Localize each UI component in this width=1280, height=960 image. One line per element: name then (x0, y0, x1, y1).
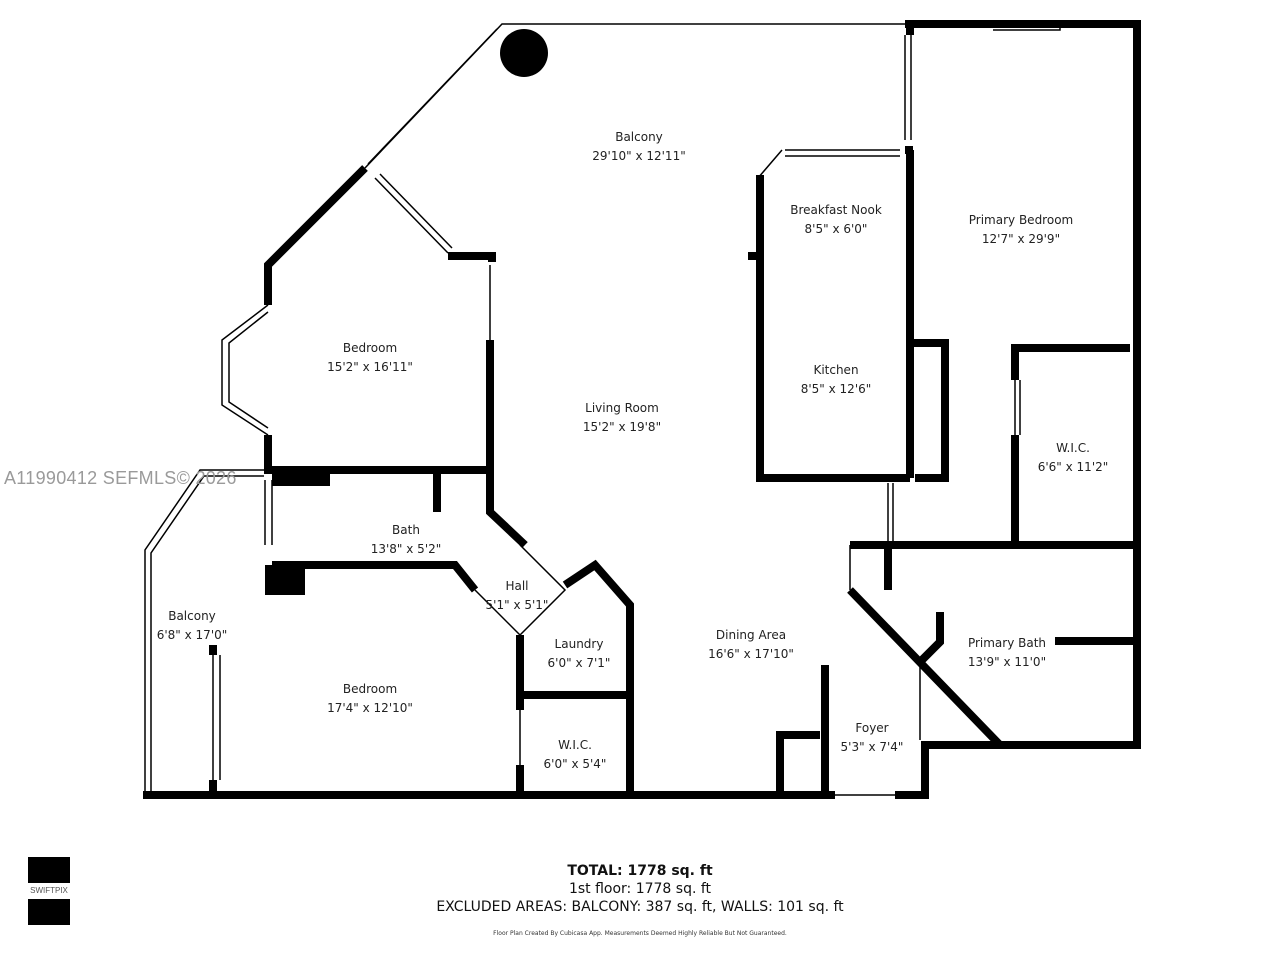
total-area: TOTAL: 1778 sq. ft (567, 863, 713, 879)
room-bath: Bath 13'8" x 5'2" (371, 521, 442, 559)
room-name: Primary Bath (967, 636, 1047, 650)
room-name: Breakfast Nook (790, 203, 882, 217)
swiftpix-logo: SWIFTPIX (28, 857, 70, 925)
room-bedroom: Bedroom 15'2" x 16'11" (327, 339, 413, 377)
room-primary-bath: Primary Bath 13'9" x 11'0" (968, 634, 1046, 672)
room-dims: 29'10" x 12'11" (592, 149, 686, 163)
watermark: A11990412 SEFMLS© 2026 (4, 468, 237, 488)
room-kitchen: Kitchen 8'5" x 12'6" (801, 361, 872, 399)
room-name: Bath (392, 523, 420, 537)
thin-outlines (144, 23, 1061, 796)
wall-block (265, 565, 305, 595)
room-name: Balcony (168, 609, 216, 623)
room-dims: 5'3" x 7'4" (840, 740, 904, 754)
room-dims: 6'6" x 11'2" (1037, 460, 1109, 474)
room-primary-bedroom: Primary Bedroom 12'7" x 29'9" (969, 211, 1073, 249)
room-name: Foyer (855, 721, 889, 735)
room-balcony-small: Balcony 6'8" x 17'0" (157, 607, 228, 645)
room-name: Bedroom (342, 682, 398, 696)
room-name: Laundry (554, 637, 604, 651)
room-dims: 17'4" x 12'10" (327, 701, 413, 715)
room-breakfast-nook: Breakfast Nook 8'5" x 6'0" (790, 201, 882, 239)
logo-text: SWIFTPIX (30, 886, 68, 895)
column-icon (500, 29, 548, 77)
disclaimer: Floor Plan Created By Cubicasa App. Meas… (493, 930, 787, 937)
area-summary: TOTAL: 1778 sq. ft 1st floor: 1778 sq. f… (436, 862, 843, 937)
room-dims: 5'1" x 5'1" (485, 598, 549, 612)
room-dims: 6'8" x 17'0" (156, 628, 228, 642)
walls (143, 20, 1141, 799)
room-name: Hall (505, 579, 529, 593)
excluded-areas: EXCLUDED AREAS: BALCONY: 387 sq. ft, WAL… (436, 899, 844, 915)
room-name: Dining Area (715, 628, 787, 642)
room-name: Living Room (585, 401, 659, 415)
wall-block (272, 470, 330, 486)
room-name: Bedroom (342, 341, 398, 355)
room-dims: 8'5" x 6'0" (804, 222, 868, 236)
room-name: Primary Bedroom (968, 213, 1074, 227)
room-dims: 6'0" x 7'1" (547, 656, 611, 670)
room-wic: W.I.C. 6'6" x 11'2" (1038, 439, 1109, 477)
room-living-room: Living Room 15'2" x 19'8" (583, 399, 661, 437)
room-wic-2: W.I.C. 6'0" x 5'4" (544, 736, 607, 774)
room-dims: 13'8" x 5'2" (370, 542, 442, 556)
room-name: W.I.C. (558, 738, 592, 752)
floor-area: 1st floor: 1778 sq. ft (568, 881, 712, 897)
hall-opening (474, 544, 567, 637)
room-balcony: Balcony 29'10" x 12'11" (592, 128, 685, 166)
room-dims: 15'2" x 16'11" (327, 360, 413, 374)
wall-block (748, 252, 758, 260)
room-foyer: Foyer 5'3" x 7'4" (841, 719, 904, 757)
room-dims: 15'2" x 19'8" (582, 420, 662, 434)
room-dims: 13'9" x 11'0" (967, 655, 1047, 669)
room-dims: 6'0" x 5'4" (543, 757, 607, 771)
room-laundry: Laundry 6'0" x 7'1" (548, 635, 611, 673)
room-name: Balcony (615, 130, 663, 144)
room-bedroom-2: Bedroom 17'4" x 12'10" (327, 680, 413, 718)
room-dims: 12'7" x 29'9" (981, 232, 1061, 246)
room-dims: 16'6" x 17'10" (708, 647, 794, 661)
room-name: W.I.C. (1056, 441, 1090, 455)
room-name: Kitchen (813, 363, 859, 377)
room-dining-area: Dining Area 16'6" x 17'10" (708, 626, 794, 664)
room-dims: 8'5" x 12'6" (800, 382, 872, 396)
room-hall: Hall 5'1" x 5'1" (486, 577, 549, 615)
